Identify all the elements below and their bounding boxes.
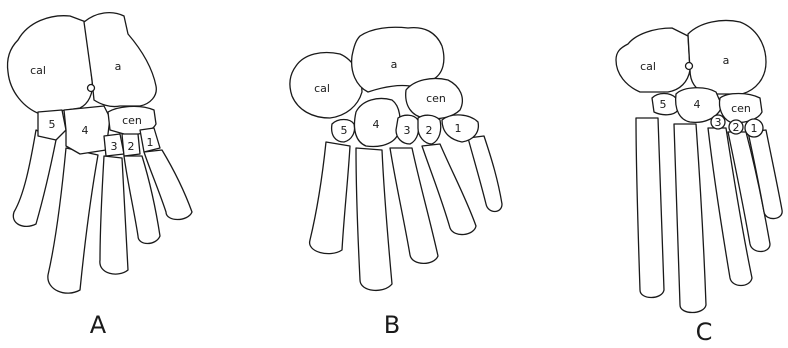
panel-a: cal a cen 5 4 3 2 1 A xyxy=(7,13,192,339)
panel-c-label-cen: cen xyxy=(731,102,751,115)
panel-c-foramen xyxy=(686,63,693,70)
panel-c-label-a: a xyxy=(723,54,730,67)
panel-c: cal a cen 5 4 3 2 1 C xyxy=(616,21,782,347)
panel-a-label-a: a xyxy=(115,60,122,73)
panel-b-label-cen: cen xyxy=(426,92,446,105)
panel-a-label-4: 4 xyxy=(82,124,89,137)
panel-b-label-2: 2 xyxy=(426,124,433,137)
panel-a-label-cal: cal xyxy=(30,64,46,77)
panel-b-label-1: 1 xyxy=(455,122,462,135)
panel-a-metatarsal-5 xyxy=(13,130,56,226)
panel-a-label-5: 5 xyxy=(49,118,56,131)
panel-b-metatarsal-5 xyxy=(310,142,350,254)
panel-b-label-3: 3 xyxy=(404,124,411,137)
panel-a-metatarsal-3 xyxy=(100,156,128,274)
panel-c-label-4: 4 xyxy=(694,98,701,111)
panel-b-metatarsal-4 xyxy=(356,148,392,290)
panel-b-label-5: 5 xyxy=(341,124,348,137)
panel-c-metatarsal-5 xyxy=(636,118,664,298)
panel-b-letter: B xyxy=(384,311,400,339)
panel-a-label-2: 2 xyxy=(128,140,135,153)
panel-a-letter: A xyxy=(90,311,107,339)
panel-c-label-2: 2 xyxy=(733,121,740,134)
panel-b: cal a cen 5 4 3 2 1 B xyxy=(290,27,502,339)
panel-a-metatarsal-4 xyxy=(48,148,98,293)
panel-a-label-cen: cen xyxy=(122,114,142,127)
panel-c-metatarsal-4 xyxy=(674,124,706,313)
panel-b-label-a: a xyxy=(391,58,398,71)
panel-c-label-cal: cal xyxy=(640,60,656,73)
panel-c-label-5: 5 xyxy=(660,98,667,111)
panel-a-calcaneum xyxy=(7,16,92,114)
panel-c-letter: C xyxy=(696,318,713,346)
panel-a-label-1: 1 xyxy=(147,136,154,149)
panel-b-metatarsal-1 xyxy=(468,136,502,212)
panel-c-label-1: 1 xyxy=(751,122,758,135)
panel-a-foramen xyxy=(88,85,95,92)
panel-a-label-3: 3 xyxy=(111,140,118,153)
panel-b-label-4: 4 xyxy=(373,118,380,131)
panel-b-label-cal: cal xyxy=(314,82,330,95)
panel-c-label-3: 3 xyxy=(715,116,722,129)
